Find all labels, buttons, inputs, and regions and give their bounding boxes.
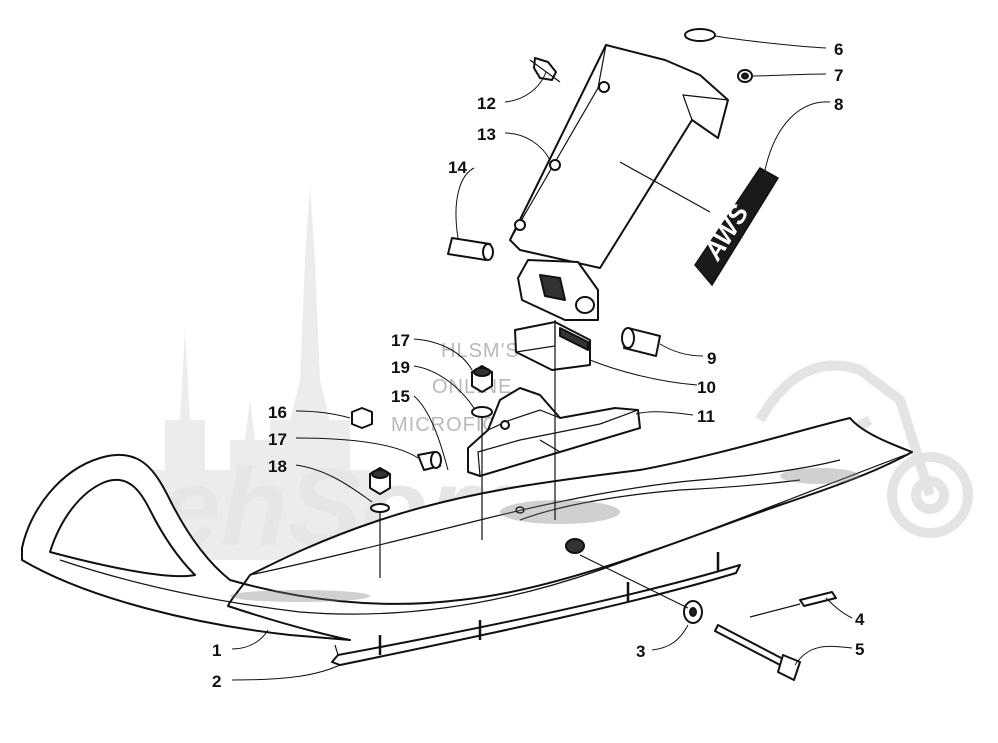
bolt-5: [714, 624, 801, 681]
ski-saddle: [467, 387, 641, 477]
callout-18: 18: [268, 457, 287, 476]
callout-1: 1: [212, 641, 221, 660]
callout-10: 10: [697, 378, 716, 397]
grease-fitting: [529, 57, 561, 83]
washer-19: [471, 406, 493, 540]
nut-16: [351, 407, 373, 429]
callout-19: 19: [391, 358, 410, 377]
decal: AWS: [694, 167, 780, 287]
callout-12: 12: [477, 94, 496, 113]
callout-7: 7: [834, 66, 843, 85]
spacer-15: [417, 451, 442, 471]
bushing-right: [621, 327, 661, 357]
ski-mount-hole: [565, 538, 585, 554]
ski-mount-hole-rear: [515, 506, 525, 514]
callout-17-upper: 17: [391, 331, 410, 350]
spindle-arm: [509, 44, 729, 269]
callout-14: 14: [448, 158, 467, 177]
leader-lines: [231, 35, 853, 681]
cap: [684, 28, 716, 42]
callout-6: 6: [834, 40, 843, 59]
callout-13: 13: [477, 125, 496, 144]
callout-11: 11: [697, 407, 715, 426]
nut-17-upper: [471, 365, 493, 393]
ski-shading: [230, 468, 860, 602]
spindle-knuckle: [517, 259, 599, 520]
plate-nut: [737, 69, 753, 83]
nut-17-lower: [369, 467, 391, 495]
callout-3: 3: [636, 642, 645, 661]
callout-4: 4: [855, 610, 865, 629]
washer-18: [370, 503, 390, 578]
bushing-left: [447, 237, 494, 261]
plate-hole-middle: [549, 159, 561, 171]
callout-17-lower: 17: [268, 430, 287, 449]
callouts: 1 2 3 4 5 6 7 8 9 10 11 12 13 14 15 16 1…: [212, 40, 865, 691]
callout-8: 8: [834, 95, 843, 114]
callout-15: 15: [391, 387, 410, 406]
isolator-block: [514, 321, 591, 371]
watermark-skyline: [150, 185, 380, 560]
plate-hole-lower: [514, 219, 526, 231]
cotter-pin-4: [749, 591, 837, 618]
callout-5: 5: [855, 640, 864, 659]
callout-16: 16: [268, 403, 287, 422]
wear-bar: [331, 552, 741, 666]
ski-body: [21, 417, 913, 641]
wear-bar-studs: [378, 552, 720, 655]
callout-2: 2: [212, 672, 221, 691]
washer-3: [579, 554, 703, 624]
plate-hole-upper: [598, 81, 610, 93]
callout-9: 9: [707, 349, 716, 368]
